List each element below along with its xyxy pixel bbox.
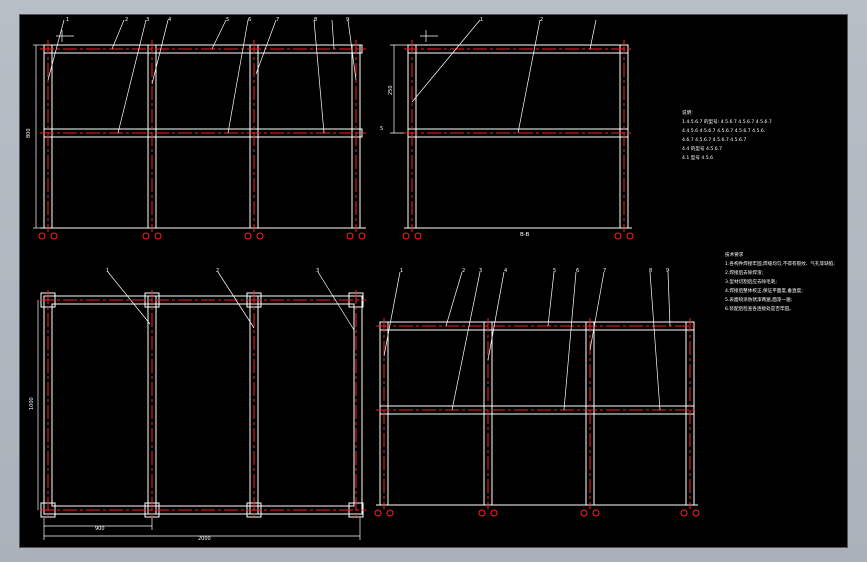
plan-leader-label: 2 <box>216 268 219 274</box>
parts-notes-line: 1.4.5.6.7 的型号: 4.5.6.7 4.5.6.7 4.5.6.7 <box>682 118 772 125</box>
front-leader-label: 9 <box>346 17 349 23</box>
side-leader-label: 1 <box>480 17 483 23</box>
plan-leader-label: 3 <box>316 268 319 274</box>
plan-outer-frame <box>43 295 363 515</box>
front-leader-label: 2 <box>125 17 128 23</box>
bottom-leader-label: 9 <box>666 268 669 274</box>
front-leader-label: 6 <box>248 17 251 23</box>
front-leader-labels: 1 2 3 4 5 6 7 8 9 <box>66 17 349 23</box>
technical-notes-title: 技术要求 <box>725 251 744 258</box>
front-centerlines <box>40 40 366 232</box>
parts-notes: 说明: 1.4.5.6.7 的型号: 4.5.6.7 4.5.6.7 4.5.6… <box>682 109 772 161</box>
parts-notes-line: 4.1 型号 4.5.6 <box>682 154 713 161</box>
bottom-centerlines <box>376 318 698 509</box>
side-upper-dimension: 250 <box>388 85 394 95</box>
bottom-leader-label: 4 <box>504 268 507 274</box>
parts-notes-title: 说明: <box>682 109 693 116</box>
front-leader-label: 1 <box>66 17 69 23</box>
bottom-leader-label: 1 <box>400 268 403 274</box>
side-centerlines <box>404 40 632 232</box>
parts-notes-line: 4.6.7 4.5.6.7 4.5.6.7 4.5.6.7 <box>682 137 746 143</box>
plan-leader-label: 1 <box>106 268 109 274</box>
technical-notes-line: 6.装配后检查各连接处是否牢固。 <box>725 305 794 312</box>
plan-height-dimension: 1000 <box>29 397 35 410</box>
side-view <box>390 44 632 229</box>
section-label: B-B <box>520 232 530 238</box>
technical-notes-line: 4.焊接后整体校正,保证平面度,垂直度; <box>725 287 803 294</box>
bottom-leader-label: 8 <box>649 268 652 274</box>
bottom-leaders <box>383 271 671 411</box>
side-leader-labels: 1 2 <box>480 17 543 23</box>
front-detail-tag <box>56 30 74 42</box>
plan-leader-labels: 1 2 3 <box>106 268 319 274</box>
bottom-leader-labels: 1 2 3 4 5 6 7 8 9 <box>400 268 669 274</box>
side-leaders <box>411 19 597 134</box>
side-detail-tag <box>420 30 438 42</box>
plan-partial-dimension: 900 <box>95 526 105 532</box>
front-leader-label: 8 <box>314 17 317 23</box>
bottom-leader-label: 6 <box>576 268 579 274</box>
bottom-feet <box>374 509 700 517</box>
parts-notes-line: 4.4 的型号 4.5.6.7 <box>682 145 722 152</box>
parts-notes-line: 4.4.5.6 4.5.6.7 4.5.6.7 4.5.6.7 4.5.6. <box>682 128 765 134</box>
plan-view <box>37 292 364 540</box>
bottom-leader-label: 5 <box>553 268 556 274</box>
bottom-leader-label: 7 <box>603 268 606 274</box>
front-feet <box>38 232 366 240</box>
front-view <box>33 44 366 229</box>
front-leader-label: 7 <box>276 17 279 23</box>
side-lower-dimension: 5 <box>380 126 383 132</box>
plan-inner-frame <box>51 303 355 507</box>
side-feet <box>402 232 634 240</box>
plan-centerlines <box>40 290 366 518</box>
front-leaders <box>47 19 357 134</box>
plan-leaders <box>107 271 355 331</box>
front-leader-label: 5 <box>226 17 229 23</box>
front-leader-label: 3 <box>146 17 149 23</box>
plan-total-dimension: 2000 <box>198 536 211 542</box>
technical-notes-line: 2.焊接后去除焊渣; <box>725 269 764 276</box>
bottom-view <box>376 321 698 506</box>
front-leader-label: 4 <box>168 17 171 23</box>
drawing-sheet <box>20 15 847 547</box>
bottom-leader-label: 2 <box>462 268 465 274</box>
side-leader-label: 2 <box>540 17 543 23</box>
bottom-leader-label: 3 <box>479 268 482 274</box>
technical-notes-line: 3.型材切割后应去除毛刺; <box>725 278 777 285</box>
technical-notes: 技术要求 1.各构件焊接牢固,焊缝均匀,不得有裂纹、气孔等缺陷; 2.焊接后去除… <box>725 251 835 312</box>
technical-notes-line: 5.表面喷涂防锈漆两遍,面漆一遍; <box>725 296 793 303</box>
technical-notes-line: 1.各构件焊接牢固,焊缝均匀,不得有裂纹、气孔等缺陷; <box>725 260 835 267</box>
front-height-dimension: 800 <box>26 128 32 138</box>
